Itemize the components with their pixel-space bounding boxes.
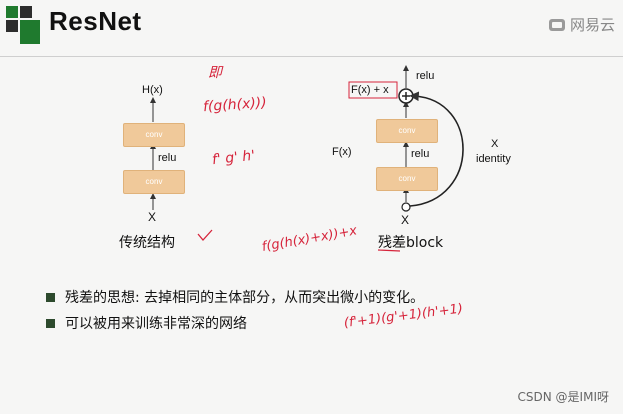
identity-curve: [409, 91, 464, 207]
bullet-item: 可以被用来训练非常深的网络: [46, 313, 247, 333]
left-input-label: X: [148, 210, 157, 224]
ink-underline: [377, 249, 401, 252]
page-title: ResNet: [49, 6, 142, 36]
identity-label: identity: [476, 153, 511, 165]
right-conv-bottom: conv: [376, 167, 438, 191]
diagram-arrows: [150, 65, 464, 252]
right-relu-label: relu: [411, 148, 430, 160]
bullet-item: 残差的思想: 去掉相同的主体部分，从而突出微小的变化。: [46, 287, 424, 307]
left-caption: 传统结构: [119, 235, 175, 251]
bullet-square-icon: [46, 292, 55, 302]
input-node: [401, 202, 411, 212]
watermark: CSDN @是IMI呀: [517, 390, 609, 404]
logo-icon: [6, 6, 40, 44]
title-bar: ResNet 网易云: [0, 0, 623, 52]
cloud-logo-icon: [548, 18, 565, 31]
ink-box: [348, 81, 398, 99]
identity-x-label: X: [491, 138, 499, 150]
fx-label: F(x): [332, 146, 352, 158]
diagram-area: H(x) conv relu conv X 传统结构 relu F(x) + x…: [0, 60, 623, 270]
right-caption: 残差block: [378, 235, 444, 251]
brand-name: 网易云: [569, 16, 615, 34]
bullet-text: 可以被用来训练非常深的网络: [65, 316, 247, 332]
title-divider: [0, 56, 623, 57]
left-output-label: H(x): [142, 84, 163, 96]
ink-checkmark: [197, 229, 213, 241]
left-conv-bottom: conv: [123, 170, 185, 194]
ink-note-1: 即: [208, 65, 222, 81]
bullet-text: 残差的思想: 去掉相同的主体部分，从而突出微小的变化。: [65, 290, 425, 306]
right-output-relu-label: relu: [416, 70, 435, 82]
right-input-label: X: [401, 213, 410, 227]
right-conv-top: conv: [376, 119, 438, 143]
brand: 网易云: [548, 14, 615, 35]
left-relu-label: relu: [158, 152, 177, 164]
left-conv-top: conv: [123, 123, 185, 147]
bullet-square-icon: [46, 318, 55, 328]
sum-label: F(x) + x: [351, 84, 389, 96]
